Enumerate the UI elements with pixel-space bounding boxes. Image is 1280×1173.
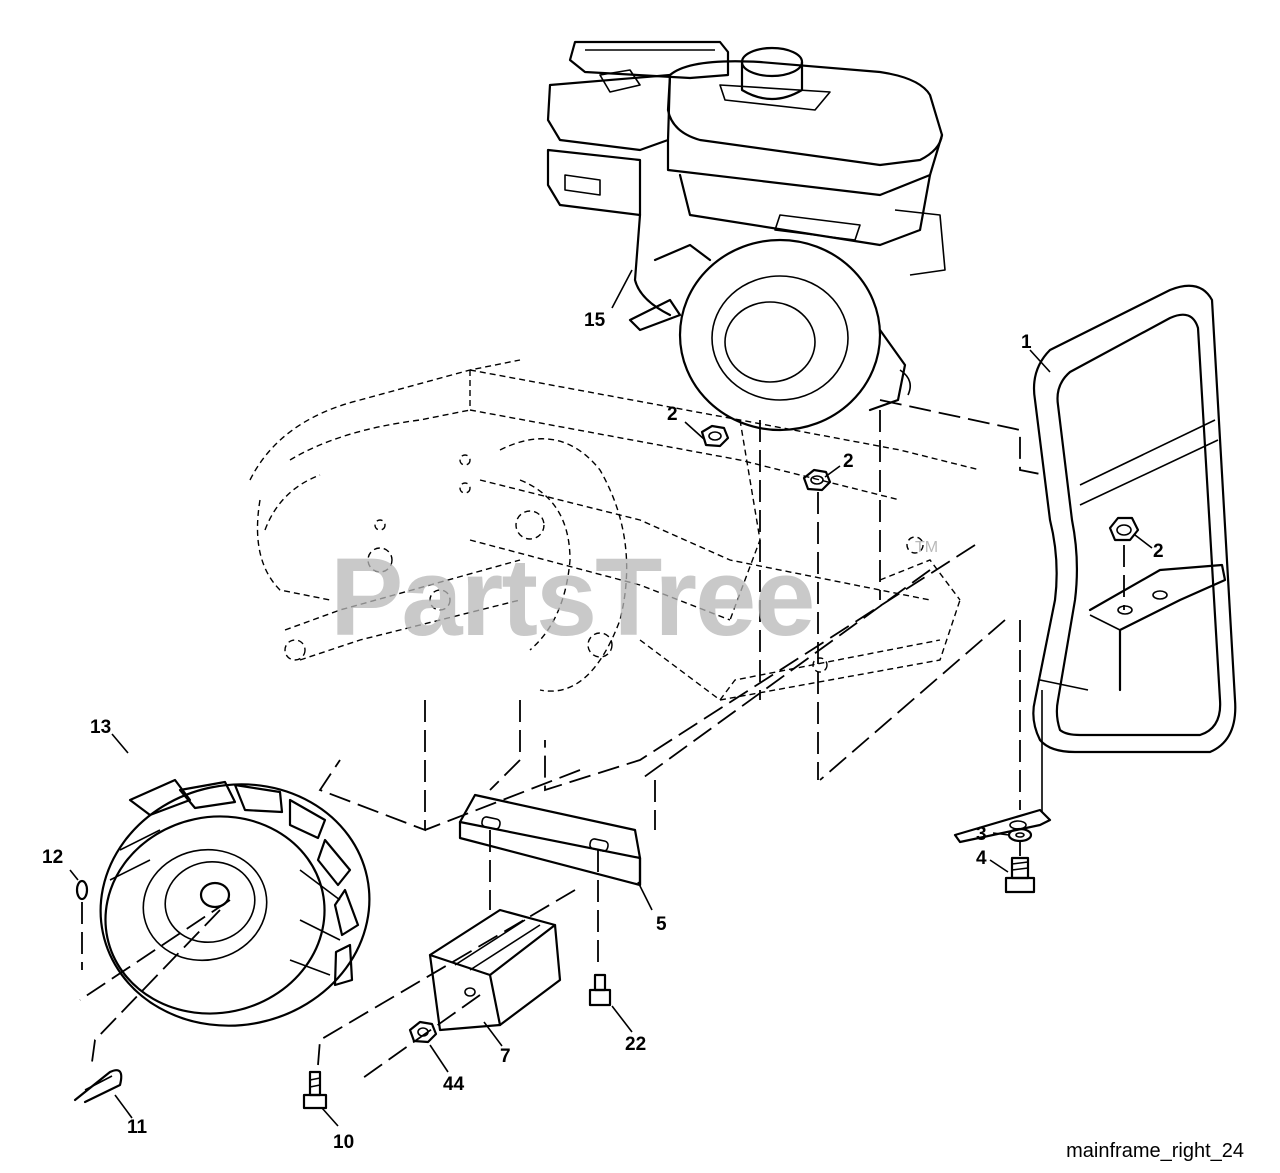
callout-10: 10: [333, 1132, 354, 1153]
flange-nut-2a[interactable]: [700, 424, 730, 448]
nut-part-44[interactable]: [408, 1020, 438, 1044]
callout-leaders: [69, 269, 1153, 1127]
callout-2-middle: 2: [843, 451, 854, 472]
callout-2-upper: 2: [667, 404, 678, 425]
callout-4: 4: [976, 848, 987, 869]
callout-2-right: 2: [1153, 541, 1164, 562]
tire-wheel-part-13[interactable]: [78, 760, 392, 1051]
bolt-part-4[interactable]: [1004, 856, 1036, 894]
watermark-text: PartsTree: [330, 536, 813, 659]
hairpin-clip-part-11[interactable]: [73, 1069, 123, 1104]
callout-12: 12: [42, 847, 63, 868]
callout-7: 7: [500, 1046, 511, 1067]
flange-nut-2c[interactable]: [1108, 516, 1140, 542]
front-bumper-part-1[interactable]: [953, 284, 1237, 844]
callout-13: 13: [90, 717, 111, 738]
callout-11: 11: [127, 1117, 148, 1138]
callout-1: 1: [1021, 332, 1032, 353]
callout-15: 15: [584, 310, 606, 331]
tiller-frame-ghost: [249, 359, 981, 701]
flange-nut-2b[interactable]: [802, 468, 832, 492]
washer-part-3[interactable]: [1007, 827, 1033, 843]
wheel-weight-part-7[interactable]: [428, 908, 562, 1032]
watermark-trademark: TM: [915, 539, 938, 556]
callout-5: 5: [656, 914, 667, 935]
callout-44: 44: [443, 1074, 465, 1095]
callout-22: 22: [625, 1034, 646, 1055]
engine-part-15[interactable]: [546, 40, 946, 432]
mounting-plate-part-5[interactable]: [458, 793, 642, 887]
bolt-part-10[interactable]: [302, 1070, 328, 1110]
bolt-part-22[interactable]: [588, 973, 612, 1007]
pin-part-12[interactable]: [75, 879, 89, 901]
diagram-reference-label: mainframe_right_24: [1066, 1140, 1244, 1162]
callout-3: 3: [976, 824, 987, 845]
assembly-leaders: [79, 399, 1125, 1081]
